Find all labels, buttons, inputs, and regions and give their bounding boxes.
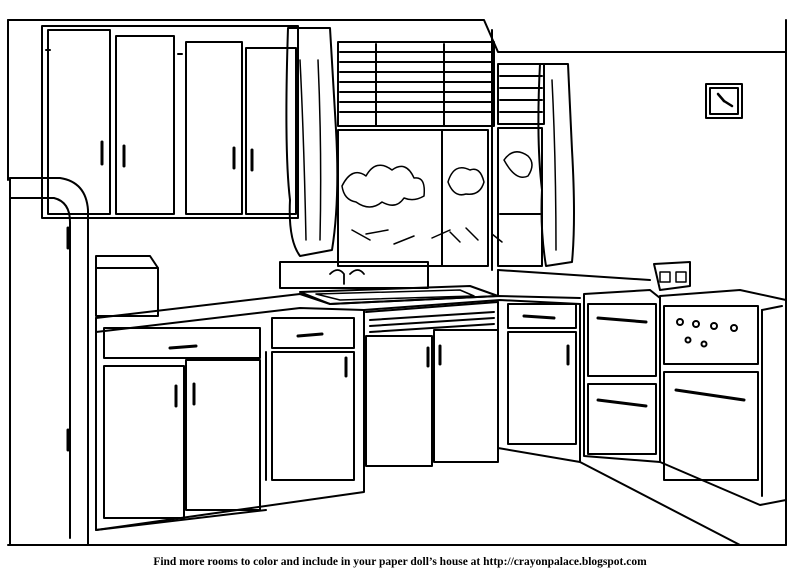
drawer bbox=[271, 317, 355, 349]
stove-knob bbox=[684, 336, 692, 344]
upper-cabinet-door bbox=[47, 29, 111, 215]
drawer-handle bbox=[168, 344, 198, 350]
stove-knob bbox=[710, 322, 718, 330]
stove bbox=[653, 261, 787, 506]
stove-knob bbox=[700, 340, 708, 348]
drawer-handle bbox=[596, 398, 648, 408]
upper-cabinet-door bbox=[185, 41, 243, 215]
lower-cabinet-door bbox=[271, 351, 355, 481]
drawer-handle bbox=[596, 316, 648, 324]
lower-cabinet-door bbox=[365, 335, 433, 467]
curtains bbox=[285, 27, 575, 267]
upper-cabinets bbox=[41, 25, 299, 219]
lower-cabinet-door bbox=[433, 329, 499, 463]
drawer-handle bbox=[522, 314, 556, 320]
upper-cabinet-door bbox=[245, 47, 297, 215]
drawer bbox=[103, 327, 261, 359]
window bbox=[337, 41, 545, 267]
stove-control-panel bbox=[663, 305, 759, 365]
footer-caption: Find more rooms to color and include in … bbox=[153, 556, 647, 568]
window-blinds bbox=[337, 41, 495, 127]
oven-handle bbox=[674, 388, 746, 402]
lower-cabinet-door bbox=[507, 331, 577, 445]
stove-knob bbox=[692, 320, 700, 328]
drawer bbox=[507, 303, 577, 329]
wall-box bbox=[95, 255, 159, 317]
lower-cabinet-door bbox=[185, 359, 261, 511]
drawer-handle bbox=[296, 332, 324, 338]
countertop bbox=[95, 269, 651, 333]
lower-cabinet-door bbox=[103, 365, 185, 519]
clock-icon bbox=[705, 83, 743, 119]
lower-cabinets bbox=[95, 301, 581, 531]
drawer-unit bbox=[583, 289, 661, 463]
upper-cabinet-door bbox=[115, 35, 175, 215]
side-blinds bbox=[497, 63, 545, 125]
oven-door bbox=[663, 371, 759, 481]
stove-knob bbox=[676, 318, 684, 326]
stove-knob bbox=[730, 324, 738, 332]
refrigerator bbox=[9, 177, 89, 546]
